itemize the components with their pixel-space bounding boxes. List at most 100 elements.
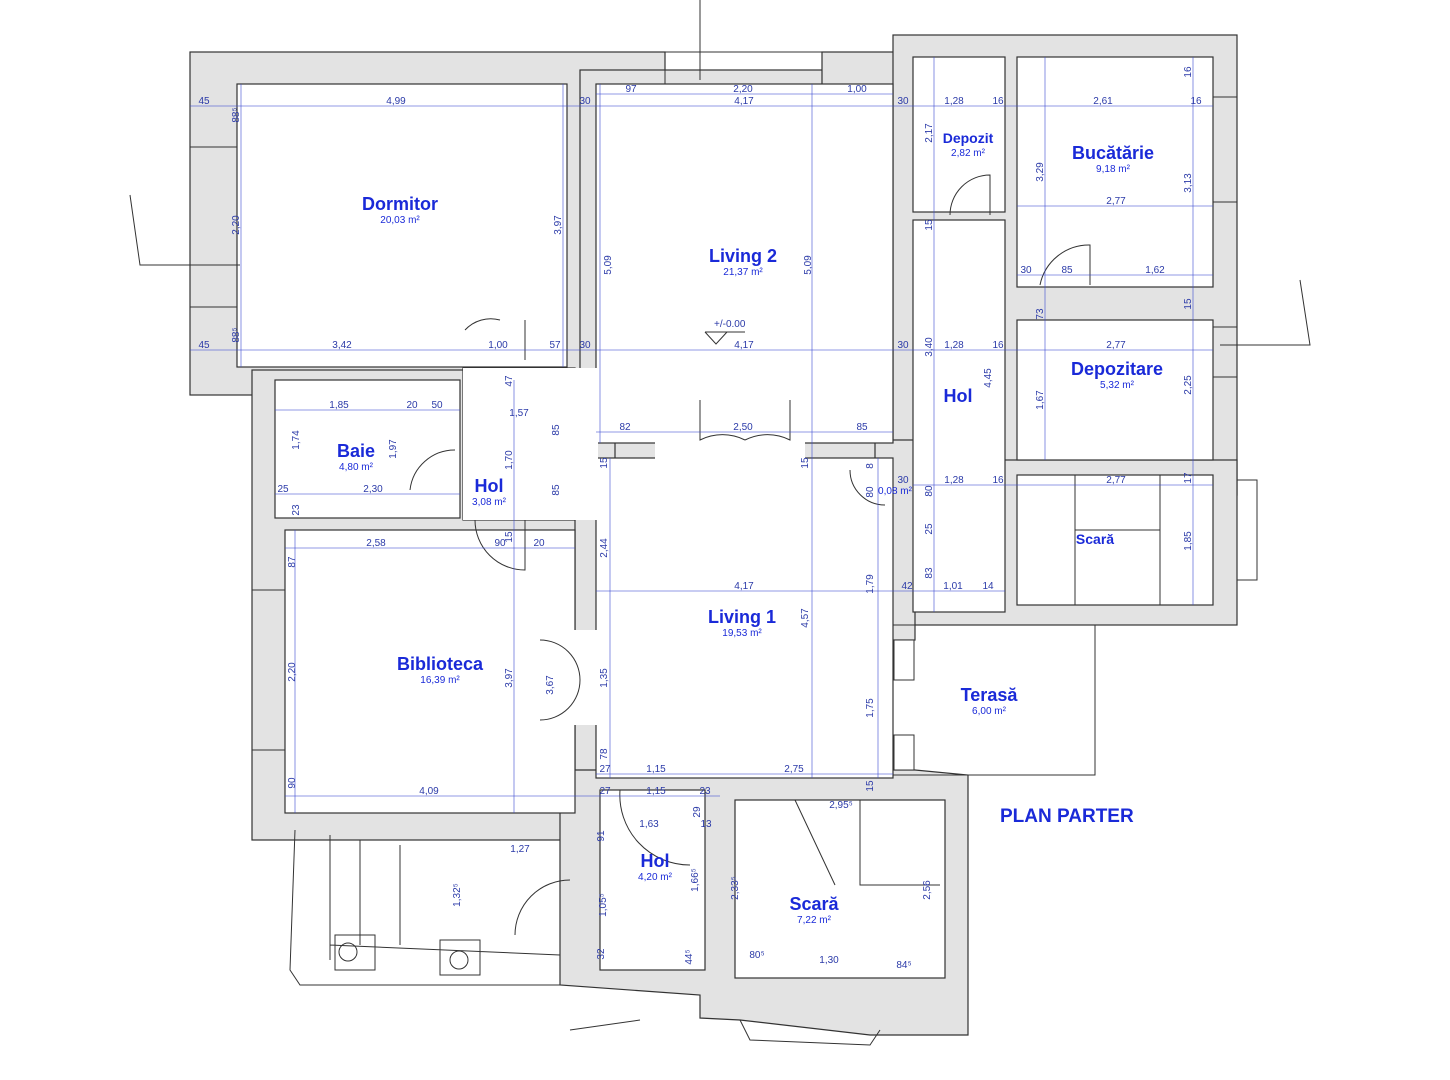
dimension-label: 87 [287, 556, 298, 568]
dimension-label: 15 [504, 531, 515, 543]
dimension-label: 15 [865, 780, 876, 792]
dimension-label: 84⁵ [896, 960, 911, 971]
dimension-label: 20 [533, 538, 545, 549]
dimension-label: 1,27 [510, 844, 530, 855]
level-marker: +/-0.00 [704, 319, 746, 345]
dimension-label: 88⁵ [231, 327, 242, 342]
dimension-label: 73 [1035, 308, 1046, 320]
dimension-label: 1,79 [865, 574, 876, 594]
dimension-label: 15 [599, 457, 610, 469]
dimension-label: 3,29 [1035, 162, 1046, 182]
dimension-label: 1,28 [944, 475, 964, 486]
dimension-label: 91 [596, 830, 607, 842]
dimension-label: 13 [700, 819, 712, 830]
dimension-label: 30 [579, 96, 591, 107]
dimension-label: 90 [494, 538, 506, 549]
dimension-label: 2,20 [733, 84, 753, 95]
room-area: 4,80 m² [339, 462, 374, 473]
dimension-label: 25 [277, 484, 289, 495]
dimension-label: 97 [625, 84, 637, 95]
dimension-label: 2,56 [922, 880, 933, 900]
dimension-label: 1,15 [646, 786, 666, 797]
dimension-label: 4,17 [734, 340, 754, 351]
room-area: 0,08 m² [878, 486, 913, 497]
dimension-label: 1,32⁵ [452, 883, 463, 907]
room-name: Living 2 [709, 246, 777, 266]
dimension-label: 2,75 [784, 764, 804, 775]
dimension-label: 2,20 [287, 662, 298, 682]
dimension-label: 16 [1190, 96, 1202, 107]
dimension-label: 85 [551, 424, 562, 436]
rooms [129, 0, 1311, 1046]
dimension-label: 3,97 [504, 668, 515, 688]
dimension-label: 1,00 [847, 84, 867, 95]
level-mark-label: +/-0.00 [714, 319, 746, 330]
dimension-label: 30 [897, 340, 909, 351]
dimension-label: 1,85 [1183, 531, 1194, 551]
dimension-label: 1,57 [509, 408, 529, 419]
dimension-label: 42 [901, 581, 913, 592]
room-name: Dormitor [362, 194, 438, 214]
dimension-label: 3,40 [924, 337, 935, 357]
dimension-label: 1,35 [599, 668, 610, 688]
dimension-label: 1,67 [1035, 390, 1046, 410]
dimension-label: 30 [579, 340, 591, 351]
dimension-label: 2,61 [1093, 96, 1113, 107]
dimension-label: 80 [924, 485, 935, 497]
dimension-label: 57 [549, 340, 561, 351]
dimension-label: 4,09 [419, 786, 439, 797]
dimension-label: 3,97 [553, 215, 564, 235]
dimension-label: 23 [699, 786, 711, 797]
dimension-label: 1,28 [944, 340, 964, 351]
dimension-label: 45 [198, 96, 210, 107]
dimension-label: 50 [431, 400, 443, 411]
room-name: Hol [944, 386, 973, 406]
dimension-label: 5,09 [603, 255, 614, 275]
dimension-label: 85 [1061, 265, 1073, 276]
room-area: 3,08 m² [472, 497, 507, 508]
dimension-label: 1,63 [639, 819, 659, 830]
dimension-label: 4,57 [800, 608, 811, 628]
dimension-label: 32 [596, 948, 607, 960]
room-name: Bucătărie [1072, 143, 1154, 163]
dimension-label: 80 [865, 486, 876, 498]
dimension-label: 1,01 [943, 581, 963, 592]
room-area: 2,82 m² [951, 148, 986, 159]
room-area: 21,37 m² [723, 267, 763, 278]
dimension-label: 1,15 [646, 764, 666, 775]
dimension-label: 5,09 [803, 255, 814, 275]
dimension-label: 78 [599, 748, 610, 760]
dimension-label: 16 [992, 340, 1004, 351]
room-name: Scară [1076, 531, 1114, 547]
dimension-label: 90 [287, 777, 298, 789]
dimension-label: 8 [865, 463, 876, 469]
dimension-label: 2,33⁵ [730, 876, 741, 900]
dimension-label: 15 [1183, 298, 1194, 310]
dimension-label: 27 [599, 764, 611, 775]
dimension-label: 2,77 [1106, 475, 1126, 486]
dimension-label: 2,20 [231, 215, 242, 235]
dimension-label: 3,13 [1183, 173, 1194, 193]
dimension-label: 2,17 [924, 123, 935, 143]
room-name: Hol [475, 476, 504, 496]
dimension-label: 1,66⁵ [690, 868, 701, 892]
room-area: 6,00 m² [972, 706, 1007, 717]
plan-title: PLAN PARTER [1000, 806, 1134, 827]
dimension-label: 27 [599, 786, 611, 797]
room-name: Hol [641, 851, 670, 871]
dimension-lines [190, 57, 1213, 813]
dimension-label: 2,58 [366, 538, 386, 549]
dimension-label: 2,25 [1183, 375, 1194, 395]
dimension-label: 2,50 [733, 422, 753, 433]
dimension-label: 2,77 [1106, 196, 1126, 207]
dimension-label: 17 [1183, 472, 1194, 484]
dimension-label: 45 [198, 340, 210, 351]
dimension-label: 1,28 [944, 96, 964, 107]
room-area: 5,32 m² [1100, 380, 1135, 391]
room-area: 9,18 m² [1096, 164, 1131, 175]
dimension-label: 3,67 [545, 675, 556, 695]
room-area: 4,20 m² [638, 872, 673, 883]
room-area: 16,39 m² [420, 675, 460, 686]
room-name: Baie [337, 441, 375, 461]
